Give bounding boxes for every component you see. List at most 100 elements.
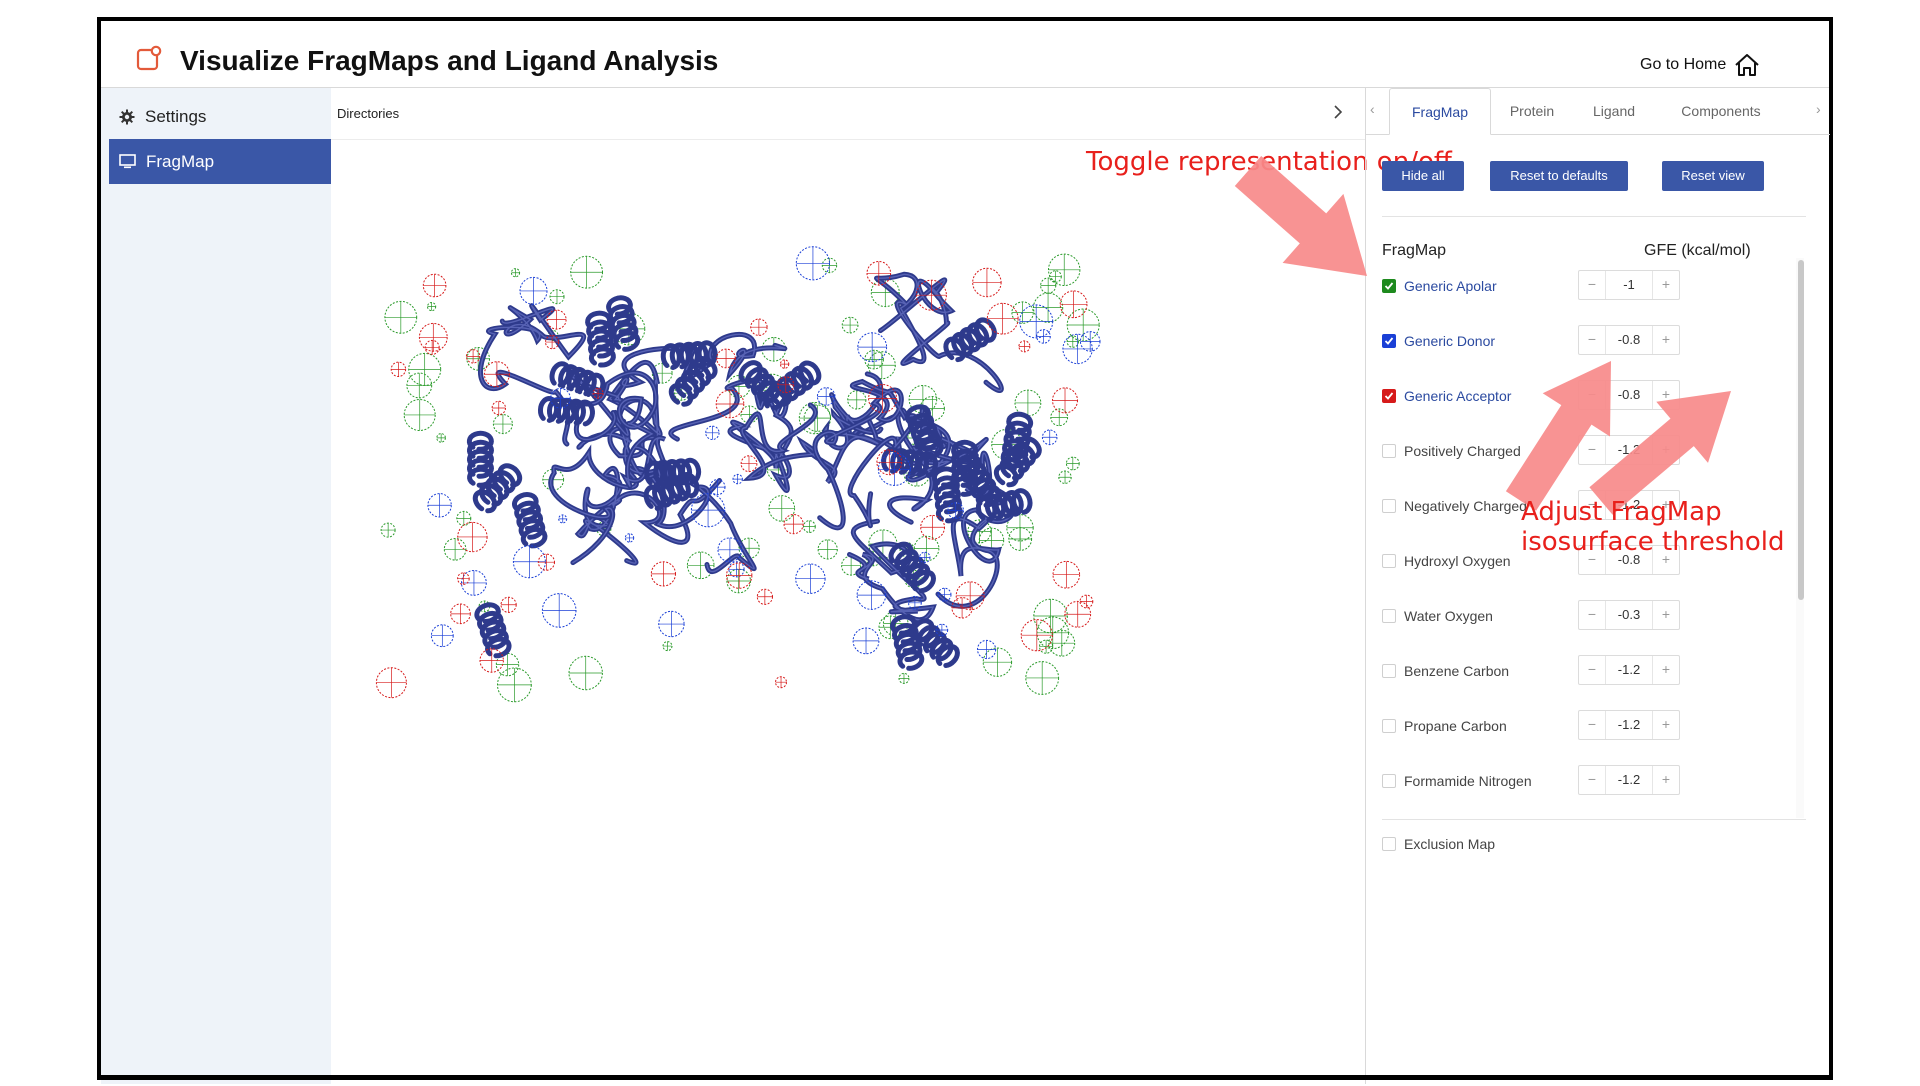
fragmap-mesh-blob	[510, 268, 521, 278]
protein-helix	[881, 447, 939, 478]
go-to-home-label: Go to Home	[1640, 56, 1727, 73]
fragmap-mesh-grid	[1080, 595, 1093, 608]
fragmap-mesh-grid	[842, 317, 858, 333]
fragmap-mesh-blob	[658, 610, 685, 638]
fragmap-mesh-grid	[898, 673, 909, 684]
fragmap-list-scrollbar[interactable]	[1798, 260, 1804, 600]
fragmap-checkbox[interactable]	[1382, 499, 1396, 513]
fragmap-mesh-grid	[1048, 254, 1080, 286]
increment-button[interactable]: +	[1652, 546, 1679, 574]
increment-button[interactable]: +	[1652, 436, 1679, 464]
decrement-button[interactable]: −	[1579, 766, 1606, 794]
increment-button[interactable]: +	[1652, 381, 1679, 409]
fragmap-mesh-grid	[726, 569, 751, 593]
gfe-value-input[interactable]	[1605, 326, 1653, 354]
fragmap-mesh-grid	[492, 401, 506, 415]
increment-button[interactable]: +	[1652, 601, 1679, 629]
sidebar-item-label: FragMap	[146, 151, 215, 171]
fragmap-mesh-grid	[450, 604, 471, 624]
reset-defaults-button[interactable]: Reset to defaults	[1490, 161, 1628, 191]
tab-components[interactable]: Components	[1681, 103, 1761, 119]
tab-fragmap[interactable]: FragMap	[1389, 88, 1491, 135]
gfe-value-input[interactable]	[1605, 711, 1653, 739]
fragmap-column-header: FragMap	[1382, 242, 1447, 259]
go-to-home-link[interactable]: Go to Home	[1640, 53, 1760, 77]
decrement-button[interactable]: −	[1579, 381, 1606, 409]
increment-button[interactable]: +	[1652, 766, 1679, 794]
fragmap-mesh-grid	[444, 538, 466, 561]
directories-bar[interactable]: Directories	[331, 88, 1365, 140]
gfe-value-input[interactable]	[1605, 656, 1653, 684]
fragmap-checkbox[interactable]	[1382, 719, 1396, 733]
sidebar-item-fragmap[interactable]: FragMap	[109, 139, 331, 184]
fragmap-mesh-grid	[977, 640, 996, 659]
protein-helix	[951, 439, 979, 497]
fragmap-checkbox[interactable]	[1382, 554, 1396, 568]
increment-button[interactable]: +	[1652, 711, 1679, 739]
fragmap-label: Negatively Charged	[1404, 498, 1527, 514]
fragmap-mesh-grid	[710, 479, 726, 495]
frame-bottom-border	[97, 1075, 1833, 1080]
sidebar-item-label: Settings	[145, 106, 207, 126]
gfe-value-input[interactable]	[1605, 766, 1653, 794]
tab-protein[interactable]: Protein	[1509, 103, 1555, 119]
fragmap-mesh-grid	[951, 597, 973, 619]
fragmap-checkbox[interactable]	[1382, 334, 1396, 348]
fragmap-mesh-grid	[1062, 334, 1093, 364]
fragmap-label: Generic Acceptor	[1404, 388, 1512, 404]
fragmap-checkbox[interactable]	[1382, 774, 1396, 788]
increment-button[interactable]: +	[1652, 656, 1679, 684]
fragmap-checkbox[interactable]	[1382, 279, 1396, 293]
protein-structure-render[interactable]	[331, 141, 1365, 1081]
protein-helix	[660, 340, 718, 370]
gfe-value-input[interactable]	[1605, 271, 1653, 299]
fragmap-mesh-blob	[1025, 661, 1060, 695]
fragmap-checkbox[interactable]	[1382, 664, 1396, 678]
decrement-button[interactable]: −	[1579, 656, 1606, 684]
fragmap-mesh-blob	[427, 302, 437, 312]
app-window: Visualize FragMaps and Ligand Analysis G…	[97, 17, 1833, 1084]
tab-scroll-right-icon[interactable]: ›	[1816, 101, 1821, 117]
sidebar-item-settings[interactable]: Settings	[109, 94, 331, 139]
decrement-button[interactable]: −	[1579, 271, 1606, 299]
fragmap-mesh-grid	[716, 349, 736, 368]
reset-view-button[interactable]: Reset view	[1662, 161, 1764, 191]
gfe-value-input[interactable]	[1605, 436, 1653, 464]
fragmap-checkbox[interactable]	[1382, 389, 1396, 403]
fragmap-mesh-grid	[783, 514, 804, 534]
gfe-value-input[interactable]	[1605, 381, 1653, 409]
fragmap-mesh-grid	[1018, 340, 1030, 352]
fragmap-mesh-grid	[716, 390, 744, 418]
fragmap-checkbox[interactable]	[1382, 609, 1396, 623]
decrement-button[interactable]: −	[1579, 436, 1606, 464]
fragmap-mesh-grid	[457, 572, 470, 585]
increment-button[interactable]: +	[1652, 326, 1679, 354]
protein-helix	[768, 360, 822, 407]
fragmap-mesh-grid	[803, 520, 816, 533]
tab-scroll-left-icon[interactable]: ‹	[1370, 101, 1375, 117]
fragmap-mesh-grid	[427, 302, 436, 311]
increment-button[interactable]: +	[1652, 271, 1679, 299]
molecule-viewer-canvas[interactable]: Toggle representation on/off	[331, 141, 1452, 1081]
exclusion-map-checkbox[interactable]	[1382, 837, 1396, 851]
fragmap-label: Positively Charged	[1404, 443, 1521, 459]
gfe-value-input[interactable]	[1605, 546, 1653, 574]
tab-ligand[interactable]: Ligand	[1592, 103, 1636, 119]
chevron-right-icon[interactable]	[1333, 104, 1343, 120]
decrement-button[interactable]: −	[1579, 601, 1606, 629]
hide-all-button[interactable]: Hide all	[1382, 161, 1464, 191]
fragmap-mesh-grid	[726, 562, 752, 589]
decrement-button[interactable]: −	[1579, 711, 1606, 739]
fragmap-mesh-grid	[1060, 290, 1087, 318]
fragmap-label: Water Oxygen	[1404, 608, 1493, 624]
fragmap-mesh-grid	[423, 274, 446, 297]
fragmap-mesh-grid	[972, 268, 1002, 297]
fragmap-mesh-grid	[920, 515, 945, 540]
decrement-button[interactable]: −	[1579, 326, 1606, 354]
fragmap-checkbox[interactable]	[1382, 444, 1396, 458]
fragmap-mesh-grid	[732, 474, 743, 484]
gfe-value-input[interactable]	[1605, 601, 1653, 629]
fragmap-mesh-grid	[1019, 304, 1053, 338]
fragmap-row: Water Oxygen − +	[1382, 600, 1792, 632]
fragmap-mesh-grid	[384, 301, 417, 334]
